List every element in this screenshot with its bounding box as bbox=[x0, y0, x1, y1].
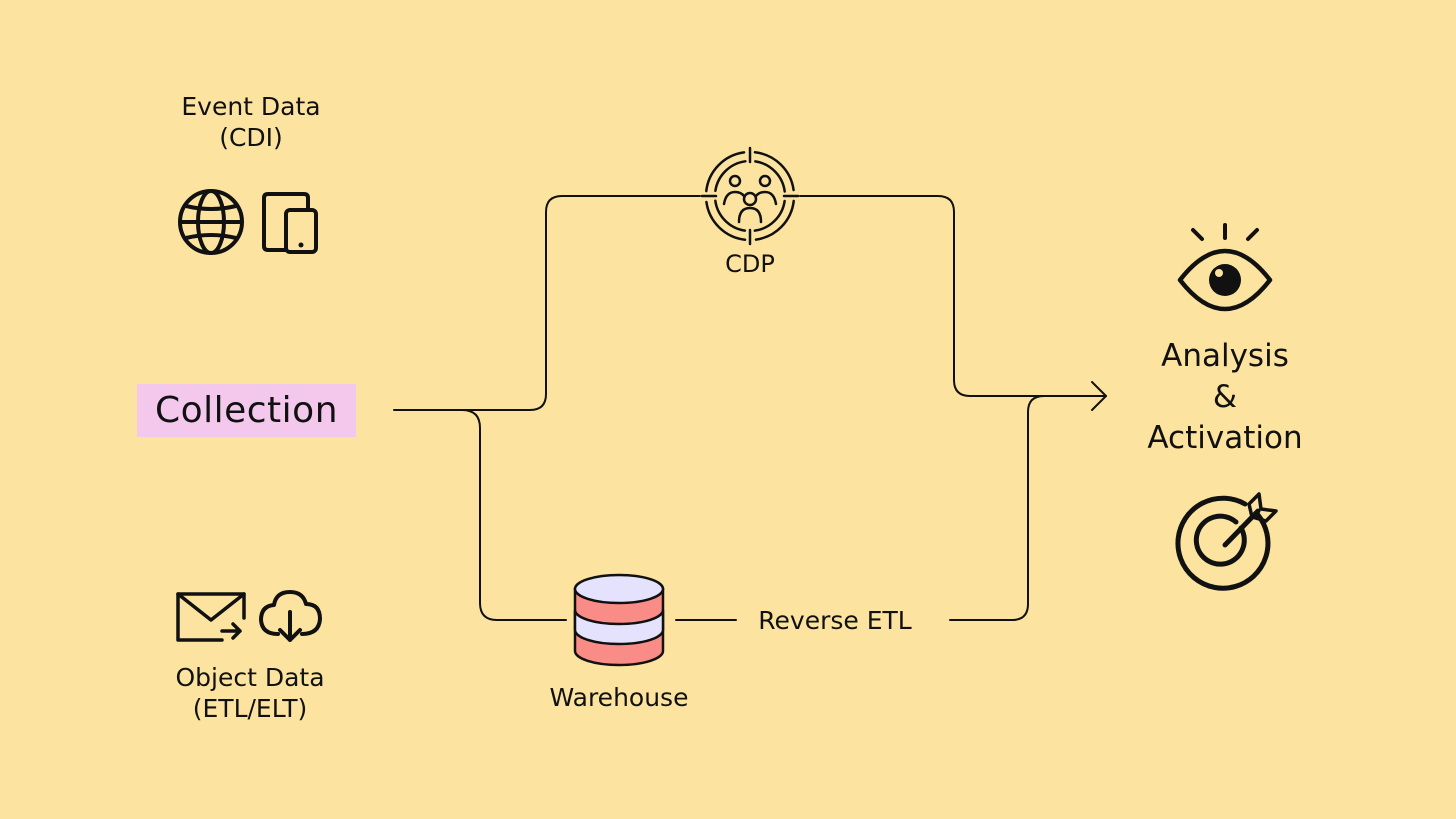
event-data-label: Event Data (CDI) bbox=[151, 91, 351, 154]
object-data-title: Object Data bbox=[175, 663, 325, 692]
event-data-title: Event Data bbox=[181, 92, 321, 121]
reverse-etl-label: Reverse ETL bbox=[758, 606, 912, 635]
eye-icon bbox=[1177, 223, 1273, 312]
analysis-activation-label: Analysis & Activation bbox=[1120, 336, 1330, 459]
warehouse-label: Warehouse bbox=[549, 683, 689, 712]
target-arrow-icon bbox=[1175, 492, 1278, 591]
object-data-subtitle: (ETL/ELT) bbox=[192, 694, 308, 724]
outcome-line-activation: Activation bbox=[1147, 420, 1303, 456]
outcome-line-analysis: Analysis bbox=[1161, 338, 1289, 374]
cdp-label: CDP bbox=[725, 250, 775, 278]
warehouse-lower-path bbox=[461, 409, 567, 621]
collection-label: Collection bbox=[137, 384, 356, 437]
outcome-line-ampersand: & bbox=[1212, 379, 1238, 415]
arrow-head bbox=[1091, 381, 1107, 411]
event-data-subtitle: (CDI) bbox=[219, 123, 283, 153]
globe-icon bbox=[178, 189, 244, 255]
object-data-label: Object Data (ETL/ELT) bbox=[140, 662, 360, 725]
customer-target-icon bbox=[700, 146, 800, 246]
cdp-upper-path bbox=[461, 195, 1107, 411]
database-icon bbox=[573, 573, 665, 667]
cloud-download-icon bbox=[259, 590, 322, 642]
mail-forward-icon bbox=[176, 592, 246, 642]
reverse-etl-path bbox=[949, 395, 1045, 621]
devices-icon bbox=[262, 192, 318, 254]
